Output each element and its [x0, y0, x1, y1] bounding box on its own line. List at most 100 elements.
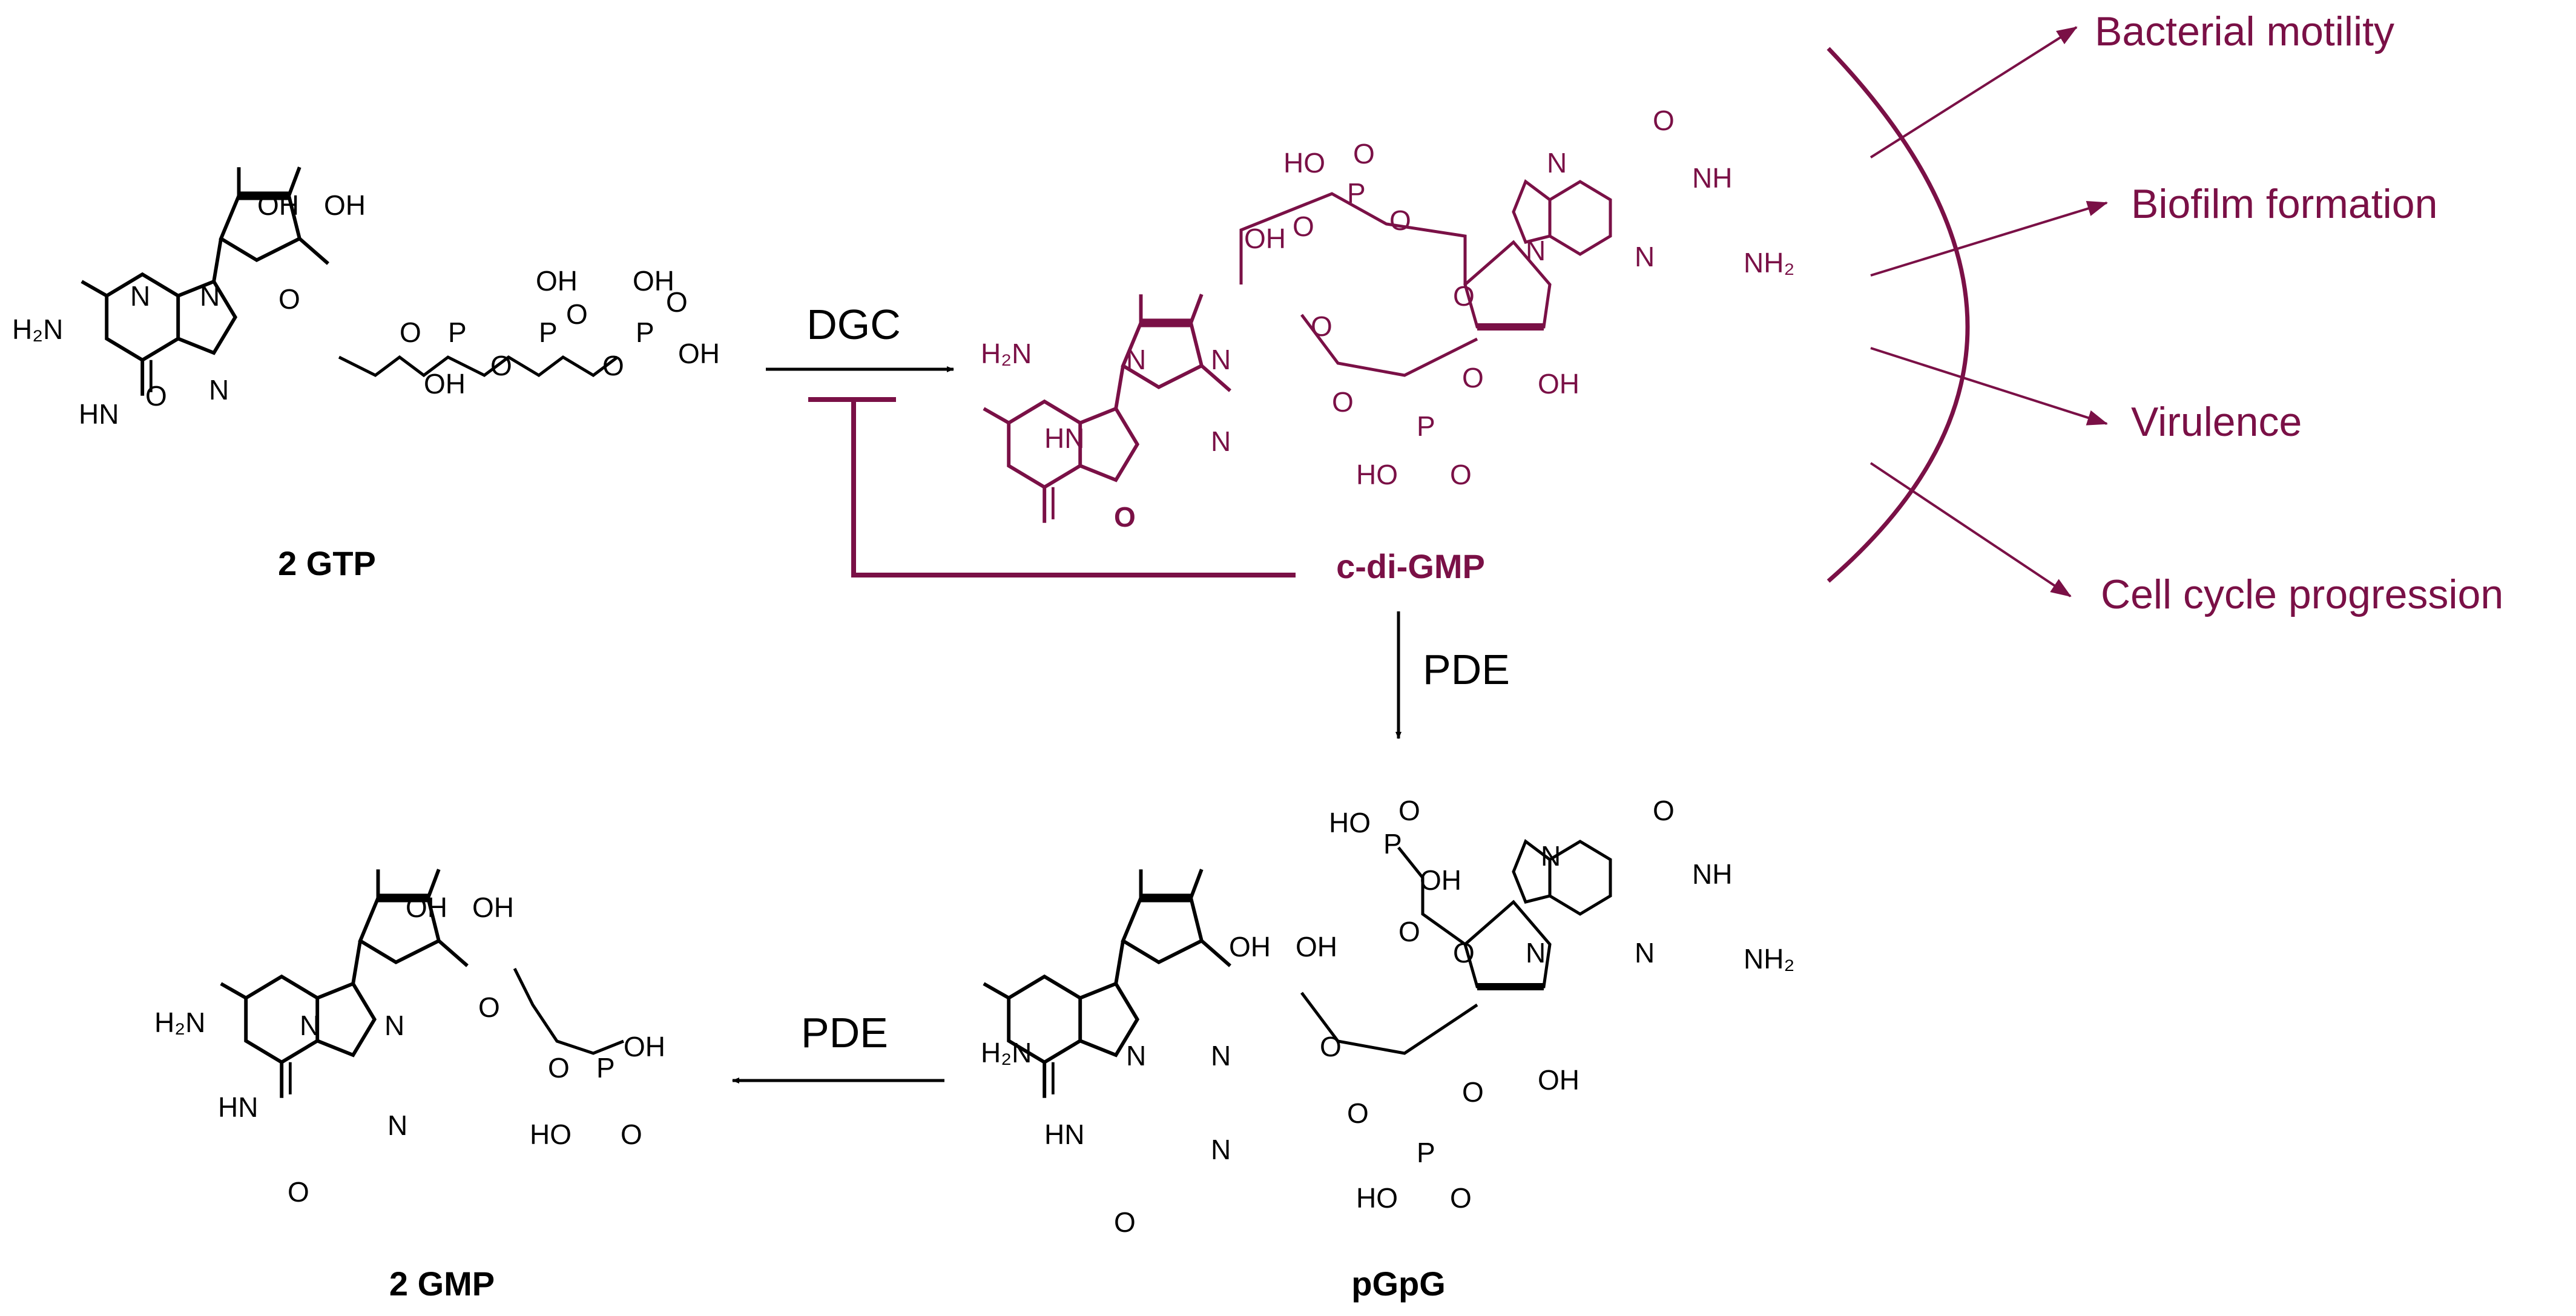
atom-hn: HN: [218, 1091, 258, 1123]
atom-n: N: [1211, 344, 1231, 375]
atom-oh: OH: [678, 338, 720, 369]
atom-o: O: [1398, 795, 1420, 826]
atom-ho: HO: [1329, 807, 1371, 838]
effect-cellcycle: Cell cycle progression: [2101, 571, 2503, 617]
atom-hn: HN: [1044, 423, 1084, 454]
atom-oh: OH: [1229, 931, 1271, 962]
atom-n: N: [1211, 1040, 1231, 1071]
arrow-biofilm: [1870, 200, 2108, 277]
arrow-virulence: [1870, 347, 2108, 426]
atom-n: N: [1541, 840, 1561, 872]
atom-h2n: H₂N: [154, 1007, 205, 1038]
atom-nh: NH: [1692, 858, 1732, 890]
atom-n: N: [1126, 1040, 1146, 1071]
effect-motility: Bacterial motility: [2095, 8, 2394, 54]
pgpg-structure: HO O P OH O OH OH H₂N HN O N N N O O P H…: [981, 795, 1794, 1238]
effects-arc: [1827, 47, 1970, 583]
atom-o: O: [1332, 386, 1354, 418]
pde-down-label: PDE: [1423, 646, 1510, 693]
pde-left-label: PDE: [801, 1009, 888, 1056]
atom-o: O: [1320, 1031, 1342, 1062]
atom-o: O: [666, 286, 688, 318]
atom-ho: HO: [1356, 1182, 1398, 1214]
atom-o: O: [1653, 105, 1675, 136]
gmp-structure: H₂N HN O N N N OH OH O O P OH HO O: [154, 869, 665, 1208]
atom-n: N: [1126, 344, 1146, 375]
atom-o: O: [602, 350, 624, 381]
atom-ho: HO: [1356, 459, 1398, 490]
atom-n: N: [1547, 147, 1567, 179]
atom-hn: HN: [1044, 1119, 1084, 1150]
atom-o: O: [1453, 280, 1475, 312]
atom-n: N: [200, 280, 220, 312]
atom-oh: OH: [536, 265, 578, 297]
dgc-label: DGC: [806, 301, 901, 348]
atom-h2n: H₂N: [981, 1037, 1032, 1068]
atom-p: P: [636, 317, 654, 348]
inhibition-line: [851, 400, 1296, 577]
atom-n: N: [130, 280, 150, 312]
atom-ho: HO: [1283, 147, 1325, 179]
atom-o: O: [145, 380, 167, 412]
atom-o: O: [478, 992, 500, 1023]
atom-o: O: [400, 317, 421, 348]
atom-o: O: [1311, 311, 1332, 342]
pgpg-label: pGpG: [1351, 1265, 1446, 1303]
atom-nh2: NH₂: [1744, 943, 1794, 975]
atom-p: P: [1347, 177, 1366, 209]
effect-biofilm: Biofilm formation: [2131, 181, 2437, 227]
atom-oh: OH: [257, 189, 299, 221]
atom-p: P: [448, 317, 467, 348]
atom-o: O: [1293, 211, 1314, 242]
atom-oh: OH: [1538, 368, 1580, 400]
atom-p: P: [539, 317, 558, 348]
atom-ho: HO: [530, 1119, 572, 1150]
atom-oh: OH: [1296, 931, 1337, 962]
atom-n: N: [209, 374, 229, 406]
atom-oh: OH: [1244, 223, 1286, 254]
cdigmp-structure: HO O P O O OH H₂N HN O N N N O O P HO O …: [981, 105, 1794, 533]
atom-o: O: [1114, 1206, 1136, 1238]
atom-o: O: [1450, 1182, 1472, 1214]
atom-o: O: [1353, 138, 1375, 169]
atom-nh2: NH₂: [1744, 247, 1794, 278]
atom-o: O: [621, 1119, 642, 1150]
atom-o: O: [1398, 916, 1420, 947]
atom-oh: OH: [1538, 1064, 1580, 1096]
atom-oh: OH: [472, 892, 514, 923]
atom-p: P: [1383, 828, 1402, 860]
atom-h2n: H₂N: [12, 314, 63, 345]
effect-virulence: Virulence: [2131, 399, 2302, 445]
atom-n: N: [300, 1010, 320, 1041]
atom-o: O: [1114, 501, 1136, 533]
atom-n: N: [1635, 241, 1655, 272]
atom-nh: NH: [1692, 162, 1732, 194]
atom-oh: OH: [424, 368, 466, 400]
atom-p: P: [596, 1052, 615, 1084]
atom-n: N: [387, 1110, 407, 1141]
atom-n: N: [384, 1010, 404, 1041]
atom-o: O: [1462, 1076, 1484, 1108]
gtp-label: 2 GTP: [278, 544, 376, 582]
arrow-cellcycle: [1869, 462, 2072, 597]
atom-n: N: [1526, 937, 1546, 969]
atom-o: O: [1347, 1097, 1369, 1129]
atom-oh: OH: [406, 892, 447, 923]
arrow-motility: [1869, 26, 2078, 159]
cdigmp-label: c-di-GMP: [1336, 547, 1485, 585]
atom-o: O: [1462, 362, 1484, 393]
atom-oh: OH: [633, 265, 674, 297]
atom-o: O: [1389, 205, 1411, 236]
atom-p: P: [1417, 1137, 1435, 1168]
atom-o: O: [288, 1176, 309, 1208]
atom-n: N: [1211, 1134, 1231, 1165]
atom-o: O: [548, 1052, 570, 1084]
atom-o: O: [1653, 795, 1675, 826]
atom-h2n: H₂N: [981, 338, 1032, 369]
gmp-label: 2 GMP: [389, 1265, 495, 1303]
atom-o: O: [1450, 459, 1472, 490]
atom-hn: HN: [79, 398, 119, 430]
atom-n: N: [1211, 426, 1231, 457]
gtp-structure: H₂N HN O N N N OH OH O O P OH O OH P O O…: [12, 167, 720, 430]
